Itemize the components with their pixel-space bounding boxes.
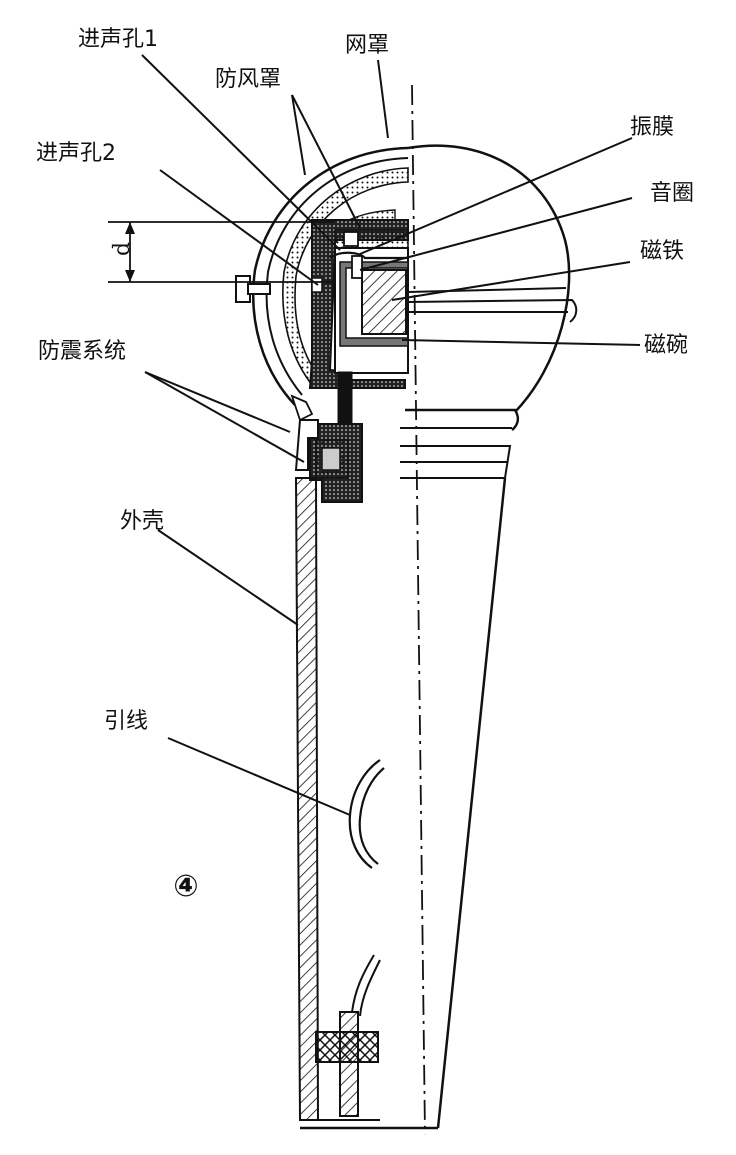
section-half [235,146,409,1121]
leader-lines [141,54,641,816]
label-shock-mount: 防震系统 [38,339,126,364]
label-magnet: 磁铁 [640,239,684,264]
exterior-half [300,84,578,1136]
label-voice-coil: 音圈 [650,181,694,206]
label-magnet-cup: 磁碗 [644,333,688,358]
label-mesh-cover: 网罩 [345,33,389,58]
label-inlet-hole-2: 进声孔2 [36,141,116,166]
label-inlet-hole-1: 进声孔1 [78,27,158,52]
label-diaphragm: 振膜 [630,115,674,140]
dimension-d-label: d [110,242,135,256]
labels: 进声孔1 网罩 防风罩 振膜 进声孔2 音圈 磁铁 磁碗 防震系统 外壳 引线 [36,27,694,734]
label-windscreen: 防风罩 [215,67,281,92]
figure-number: ④ [173,869,198,904]
figure-number-label: ④ [173,869,198,904]
label-lead-wire: 引线 [104,709,148,734]
label-outer-shell: 外壳 [120,509,164,534]
dimension-d: d [108,221,335,283]
